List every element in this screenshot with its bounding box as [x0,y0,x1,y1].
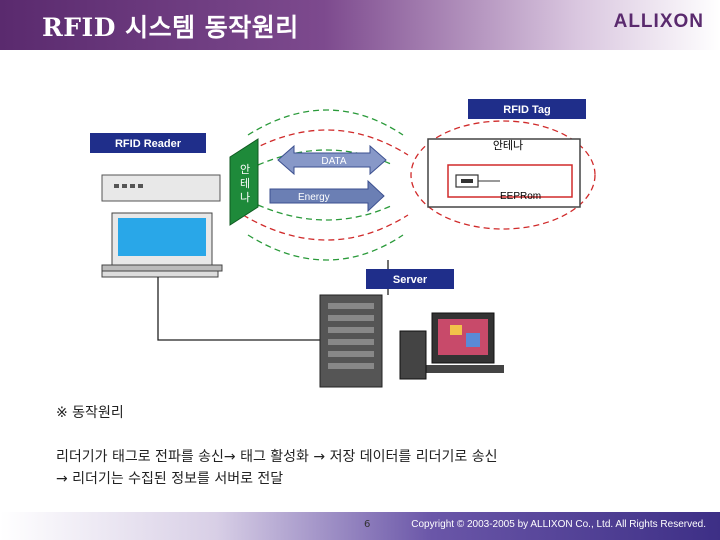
reader-server-line [157,277,320,341]
rfid-tag-label-box [468,99,586,119]
tag-antenna-label: 안테나 [493,139,523,152]
header-banner: RFID 시스템 동작원리 ALLIXON [0,0,720,50]
reader-device [101,174,221,202]
tag-antenna-coil [447,164,573,198]
copyright-text: Copyright © 2003-2005 by ALLIXON Co., Lt… [411,519,706,530]
server-label: Server [393,274,428,286]
server-keyboard [424,365,504,373]
page-title: RFID 시스템 동작원리 [42,13,299,42]
allixon-logo: ALLIXON [613,11,704,32]
reader-antenna [229,138,259,226]
page-number: 6 [364,519,371,530]
footer-bar: 6 Copyright © 2003-2005 by ALLIXON Co., … [0,512,720,540]
monitor-screen [118,218,206,256]
principle-heading: ※ 동작원리 [56,405,124,421]
energy-arrow-label: Energy [298,192,330,203]
screen-block-1 [450,325,462,335]
antenna-char-1: 안 [240,163,250,176]
server-label-box [366,269,454,289]
rfid-tag-card [427,138,581,208]
keyboard [101,270,219,278]
server-monitor-screen [438,319,488,355]
antenna-char-2: 테 [240,177,250,190]
monitor-base [101,264,223,272]
server-bays [328,303,374,369]
reader-buttons [114,184,143,188]
rfid-reader-label: RFID Reader [115,138,182,150]
field-lines [242,109,596,261]
workstation-case [399,330,427,380]
rfid-tag-label: RFID Tag [503,104,550,116]
antenna-char-3: 나 [240,191,250,204]
energy-arrow [269,179,385,213]
data-arrow [277,144,387,176]
screen-block-2 [466,333,480,347]
principle-line-2: → 리더기는 수집된 정보를 서버로 전달 [56,471,284,487]
rfid-reader-label-box [90,133,206,153]
tag-chip-core [461,179,473,183]
rfid-diagram: RFID Tag 안테나 EEPRom RFID Reader 안 테 나 DA… [90,99,596,388]
data-arrow-label: DATA [321,156,347,167]
chip-label: EEPRom [500,191,541,202]
principle-line-1: 리더기가 태그로 전파를 송신→ 태그 활성화 → 저장 데이터를 리더기로 송… [56,449,498,465]
